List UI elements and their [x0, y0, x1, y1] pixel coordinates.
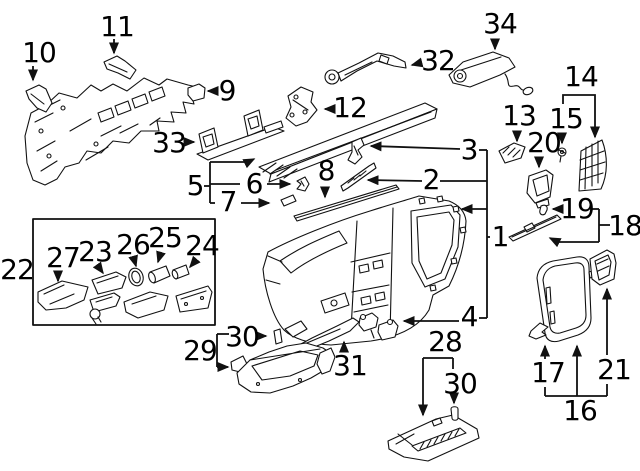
part-airbag-module-34 — [448, 51, 534, 96]
part-bracket-11 — [103, 55, 137, 80]
part-cylinder-25 — [148, 265, 171, 284]
part-clip-19 — [539, 204, 548, 216]
part-bracket-3 — [347, 137, 365, 165]
part-frame-end-9 — [187, 83, 206, 102]
part-group-box-22 — [32, 218, 216, 326]
part-shelf-23 — [91, 271, 127, 295]
part-ring-26 — [128, 267, 144, 287]
part-molding-8 — [293, 184, 400, 222]
part-duct-20 — [526, 169, 554, 209]
part-crossbar-frame — [24, 77, 206, 186]
part-bracket-center — [123, 291, 169, 319]
part-vent-21 — [589, 249, 617, 286]
part-lower-panel-29 — [230, 342, 336, 394]
part-screw-15 — [557, 147, 567, 163]
part-console-panel-16 — [536, 256, 597, 343]
part-clip-30-left — [273, 328, 283, 345]
part-insulator-panel-28 — [387, 414, 480, 462]
part-bracket-12 — [285, 86, 318, 127]
part-grille-13 — [498, 142, 526, 164]
part-molding-2 — [340, 162, 377, 192]
leader-lines — [28, 38, 612, 417]
part-bracket-32 — [324, 52, 407, 85]
part-defroster-duct-33 — [196, 109, 285, 161]
part-clip-6 — [296, 176, 310, 192]
part-defroster-grille-5 — [258, 102, 438, 183]
part-instrument-panel-1 — [262, 195, 467, 346]
part-mesh-grille-14 — [578, 139, 607, 192]
part-clip-30-right — [450, 406, 459, 421]
part-bolt — [89, 308, 102, 325]
part-latch-4 — [358, 312, 399, 341]
part-cylinder-24 — [171, 264, 190, 280]
part-bracket-27 — [37, 280, 89, 311]
part-rail-18 — [508, 214, 562, 242]
part-clip-17 — [528, 322, 549, 340]
part-strip-7 — [280, 194, 297, 207]
part-bracket-10 — [25, 84, 53, 113]
